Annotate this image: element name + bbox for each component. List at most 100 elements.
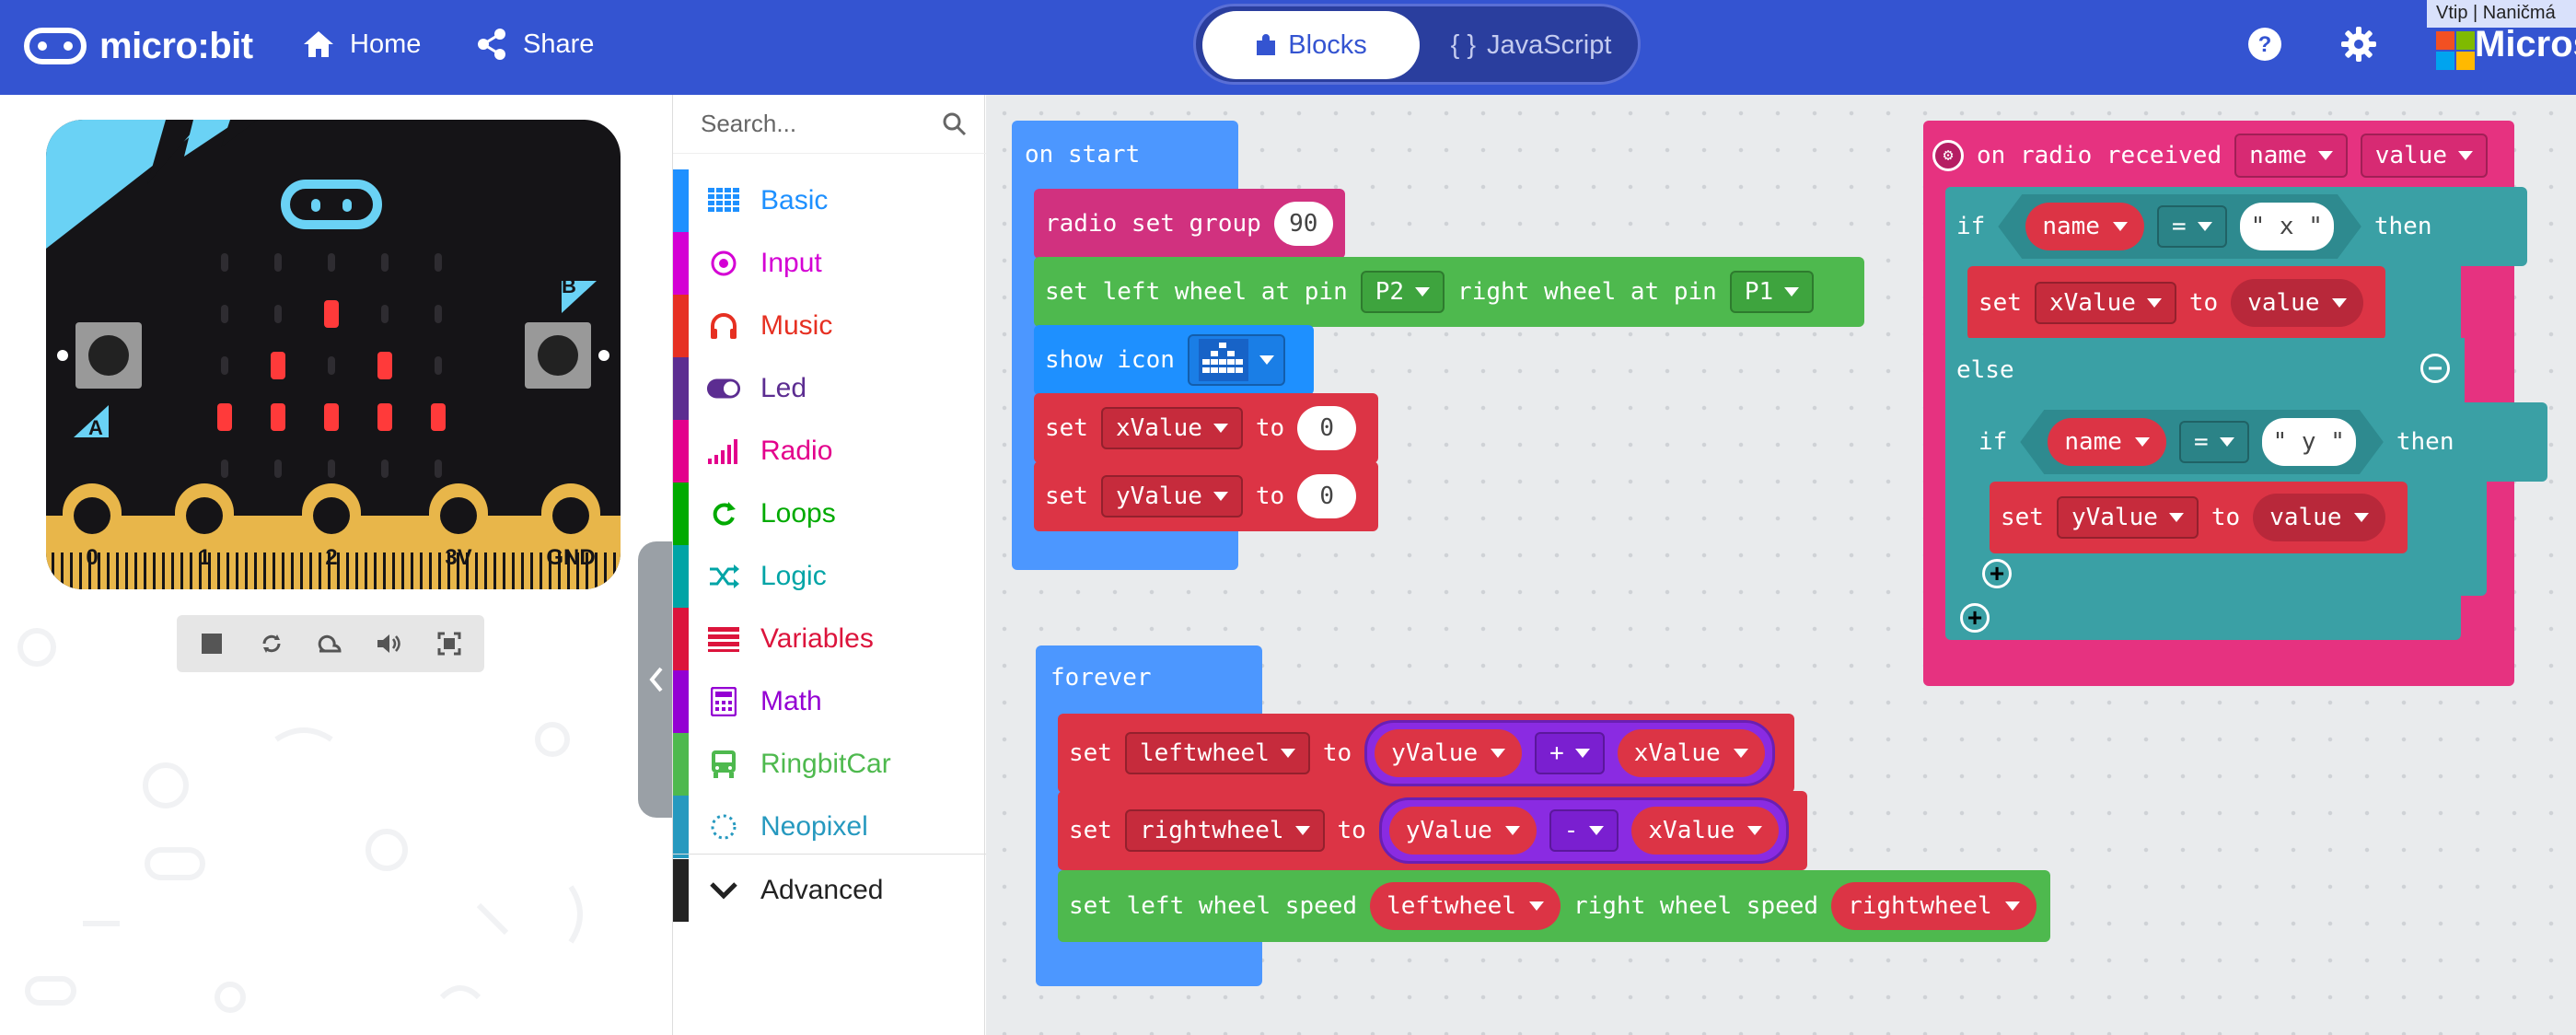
addition-expression[interactable]: yValue + xValue — [1364, 720, 1775, 786]
xvalue-reporter[interactable]: xValue — [1631, 807, 1780, 855]
equals-label: = — [2193, 428, 2209, 456]
blocks-mode-button[interactable]: Blocks — [1202, 11, 1420, 79]
yvalue-reporter[interactable]: yValue — [1375, 729, 1523, 777]
value-param-dropdown[interactable]: value — [2360, 134, 2489, 178]
set-yvalue-to-value-block[interactable]: set yValue to value — [1990, 482, 2408, 553]
name-reporter[interactable]: name — [2048, 418, 2166, 466]
then-label: then — [2373, 213, 2432, 240]
left-pin-dropdown[interactable]: P2 — [1360, 271, 1445, 313]
group-value[interactable]: 90 — [1273, 202, 1333, 246]
slow-mo-button[interactable] — [305, 620, 356, 668]
gear-icon — [2341, 27, 2376, 62]
board-graphic — [46, 120, 621, 589]
toolbox-category-radio[interactable]: Radio — [673, 420, 986, 483]
set-wheel-speed-block[interactable]: set left wheel speed leftwheel right whe… — [1058, 870, 2050, 942]
rightwheel-variable-dropdown[interactable]: rightwheel — [1124, 809, 1325, 852]
leftwheel-reporter[interactable]: leftwheel — [1370, 882, 1561, 930]
xvalue-variable-dropdown[interactable]: xValue — [1100, 407, 1243, 449]
equals-operator-dropdown[interactable]: = — [2179, 421, 2249, 463]
minus-operator-dropdown[interactable]: - — [1549, 809, 1619, 852]
xvalue-zero[interactable]: 0 — [1297, 406, 1357, 450]
string-x[interactable]: " x " — [2240, 203, 2334, 250]
toolbox-category-advanced[interactable]: Advanced — [673, 859, 986, 922]
yvalue-variable-dropdown[interactable]: yValue — [2056, 496, 2199, 539]
show-icon-block[interactable]: show icon — [1034, 325, 1314, 395]
right-pin-value: P1 — [1744, 278, 1774, 306]
chevron-down-icon — [1784, 287, 1800, 297]
rightwheel-reporter[interactable]: rightwheel — [1831, 882, 2036, 930]
add-else-if-inner-icon[interactable]: + — [1982, 559, 2012, 588]
yvalue-variable-dropdown[interactable]: yValue — [1100, 475, 1243, 518]
remove-else-icon[interactable]: − — [2420, 354, 2450, 383]
stop-button[interactable] — [186, 620, 238, 668]
help-button[interactable]: ? — [2246, 26, 2283, 67]
set-yvalue-block[interactable]: set yValue to 0 — [1034, 461, 1378, 531]
help-icon: ? — [2248, 28, 2281, 61]
add-else-if-outer-icon[interactable]: + — [1960, 603, 1990, 633]
toolbox-category-variables[interactable]: Variables — [673, 608, 986, 670]
leftwheel-variable-dropdown[interactable]: leftwheel — [1124, 732, 1310, 774]
to-label: to — [1337, 817, 1366, 844]
mute-button[interactable] — [364, 620, 415, 668]
target-icon — [706, 249, 741, 278]
set-xvalue-to-value-block[interactable]: set xValue to value — [1967, 266, 2385, 340]
rightwheel-label: rightwheel — [1139, 817, 1284, 844]
value-reporter[interactable]: value — [2231, 279, 2364, 327]
home-button[interactable]: Home — [302, 26, 421, 63]
name-reporter[interactable]: name — [2025, 203, 2144, 250]
microsoft-logo-icon[interactable] — [2436, 31, 2477, 72]
icon-picker-dropdown[interactable] — [1187, 334, 1285, 386]
name-param-dropdown[interactable]: name — [2234, 134, 2348, 178]
toolbox-category-music[interactable]: Music — [673, 295, 986, 357]
speaker-icon — [377, 634, 401, 653]
settings-button[interactable] — [2340, 26, 2377, 67]
search-icon[interactable] — [942, 111, 968, 137]
xvalue-reporter[interactable]: xValue — [1617, 729, 1765, 777]
if-label: if — [1978, 428, 2008, 456]
name-equals-y-condition[interactable]: name = " y " — [2020, 410, 2384, 474]
toolbox-category-led[interactable]: Led — [673, 357, 986, 420]
gear-icon[interactable]: ⚙ — [1932, 140, 1964, 171]
led-on — [324, 403, 339, 431]
radio-set-group-block[interactable]: radio set group 90 — [1034, 189, 1345, 259]
value-reporter[interactable]: value — [2253, 494, 2386, 541]
plus-operator-dropdown[interactable]: + — [1535, 732, 1605, 774]
toolbox-category-input[interactable]: Input — [673, 232, 986, 295]
chevron-down-icon — [1528, 901, 1544, 911]
toolbox-category-neopixel[interactable]: Neopixel — [673, 796, 986, 858]
toolbox-category-math[interactable]: Math — [673, 670, 986, 733]
inner-if-header: if name = " y " then — [1967, 402, 2549, 482]
toolbox-category-logic[interactable]: Logic — [673, 545, 986, 608]
xvalue-variable-dropdown[interactable]: xValue — [2034, 282, 2176, 324]
subtraction-expression[interactable]: yValue - xValue — [1378, 797, 1790, 864]
toolbox-category-ringbitcar[interactable]: RingbitCar — [673, 733, 986, 796]
chevron-down-icon — [1213, 492, 1228, 501]
set-xvalue-block[interactable]: set xValue to 0 — [1034, 393, 1378, 463]
blocks-workspace[interactable]: on start radio set group 90 set left whe… — [986, 95, 2576, 1035]
right-pin-dropdown[interactable]: P1 — [1729, 271, 1815, 313]
led-off — [221, 356, 228, 375]
toolbox-category-basic[interactable]: Basic — [673, 169, 986, 232]
editor-mode-toggle: Blocks { } JavaScript — [1193, 4, 1641, 85]
restart-button[interactable] — [246, 620, 297, 668]
set-leftwheel-block[interactable]: set leftwheel to yValue + xValue — [1058, 714, 1794, 793]
microbit-logo[interactable]: micro:bit — [24, 22, 253, 70]
share-button[interactable]: Share — [475, 26, 594, 63]
yvalue-zero[interactable]: 0 — [1297, 474, 1357, 518]
equals-operator-dropdown[interactable]: = — [2157, 205, 2227, 248]
set-wheel-pins-block[interactable]: set left wheel at pin P2 right wheel at … — [1034, 257, 1864, 327]
name-equals-x-condition[interactable]: name = " x " — [1998, 194, 2361, 259]
collapse-simulator-button[interactable] — [638, 541, 672, 818]
app-header: micro:bit Home Share Blocks { } JavaScri… — [0, 0, 2576, 95]
set-rightwheel-block[interactable]: set rightwheel to yValue - xValue — [1058, 791, 1807, 870]
string-y[interactable]: " y " — [2262, 418, 2356, 466]
javascript-mode-button[interactable]: { } JavaScript — [1429, 11, 1633, 79]
microsoft-text: Micros — [2475, 24, 2576, 64]
toolbox-category-loops[interactable]: Loops — [673, 483, 986, 545]
yvalue-reporter[interactable]: yValue — [1388, 807, 1537, 855]
to-label: to — [1322, 739, 1352, 767]
fullscreen-button[interactable] — [424, 620, 475, 668]
icon-preview-icon — [1198, 339, 1248, 381]
search-input[interactable] — [701, 110, 931, 138]
